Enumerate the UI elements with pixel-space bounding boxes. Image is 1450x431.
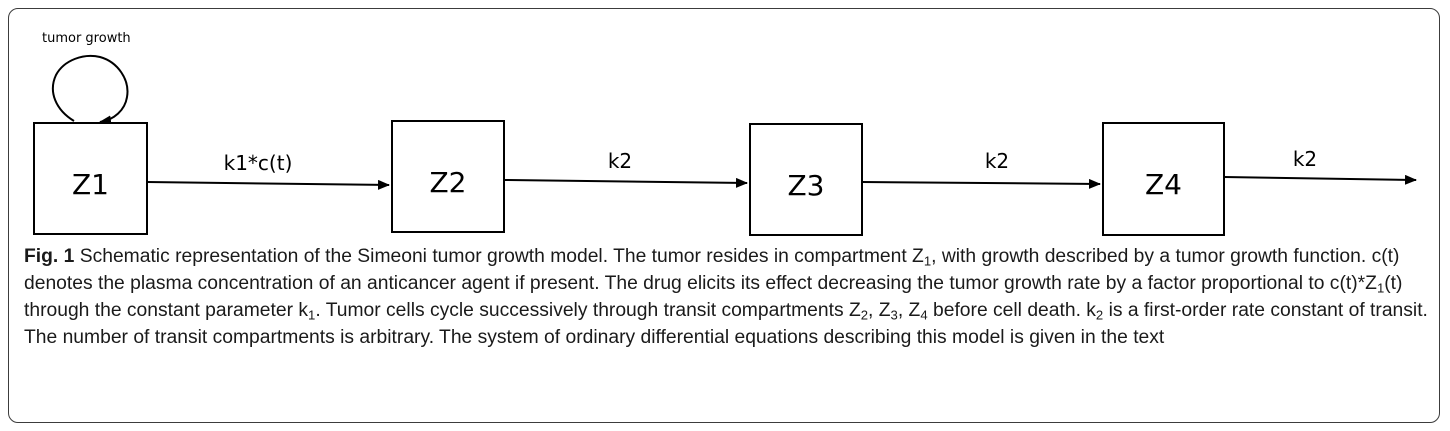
- node-z2: Z2: [391, 120, 505, 233]
- node-label: Z4: [1145, 168, 1182, 201]
- loop-label: tumor growth: [42, 31, 131, 46]
- figure-frame: [8, 8, 1440, 423]
- node-z1: Z1: [33, 122, 148, 235]
- edge-label: k2: [608, 149, 632, 173]
- node-label: Z1: [72, 168, 109, 201]
- self-loop-arrow: [51, 55, 129, 126]
- node-z3: Z3: [749, 123, 863, 236]
- edge-z4-out: k2: [1223, 147, 1417, 185]
- edge-label: k2: [1293, 147, 1317, 171]
- compartment-diagram: tumor growth Z1 Z2 Z3 Z4 k1*c(t) k2 k2 k…: [33, 31, 1417, 236]
- node-label: Z3: [788, 169, 825, 202]
- edge-z2-z3: k2: [503, 149, 748, 188]
- edge-z1-z2: k1*c(t): [146, 151, 390, 190]
- node-z4: Z4: [1102, 122, 1225, 236]
- figure-label: Fig. 1: [24, 246, 75, 267]
- edge-label: k1*c(t): [224, 151, 293, 175]
- node-label: Z2: [430, 166, 467, 199]
- edge-z3-z4: k2: [861, 149, 1101, 189]
- edge-label: k2: [985, 149, 1009, 173]
- figure-caption: Fig. 1 Schematic representation of the S…: [24, 246, 1428, 348]
